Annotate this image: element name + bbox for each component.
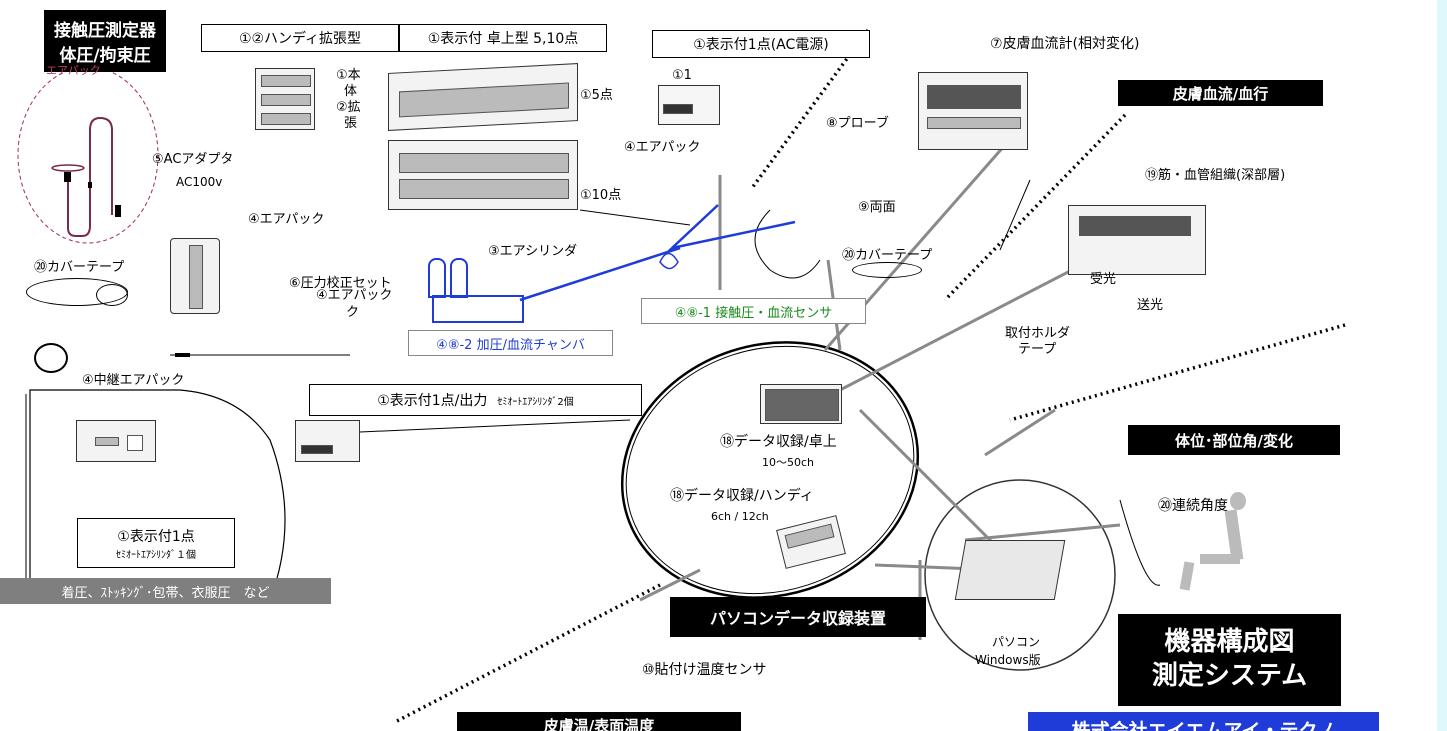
calibration-cylinder xyxy=(170,238,220,314)
chamber-bottle-2 xyxy=(450,258,468,298)
display-one-box: ①表示付1点 ｾﾐｵｰﾄｴｱｼﾘﾝﾀﾞ１個 xyxy=(77,518,235,568)
dotted-separator-4 xyxy=(394,583,661,724)
airpack-label-b: ④エアパック xyxy=(248,212,325,227)
deep-tissue-label: ⑲筋・血管組織(深部層) xyxy=(1145,168,1286,183)
airpack-tube xyxy=(67,116,113,237)
ac-device xyxy=(658,85,720,125)
system-title-line2: 測定システム xyxy=(1151,661,1308,691)
holder-tape-label-1: 取付ホルダ xyxy=(1005,326,1071,341)
body-label: ①本 xyxy=(336,68,361,83)
airpack-connector-icon xyxy=(64,172,71,182)
probe-label: ⑧プローブ xyxy=(826,116,889,131)
skin-temp-label: 皮膚温/表面温度 xyxy=(543,717,655,731)
calibration-set-label: ⑥圧力校正セット xyxy=(289,276,392,291)
blood-flow-section: 皮膚血流/血行 xyxy=(1118,80,1323,106)
relay-airpack-icon xyxy=(34,343,68,373)
chamber-device xyxy=(432,295,524,323)
output-box-main: ①表示付1点/出力 xyxy=(377,393,488,409)
seated-person-icon xyxy=(1179,492,1246,600)
air-cylinder-label: ③エアシリンダ xyxy=(488,244,578,259)
expand-label-2: 張 xyxy=(344,116,358,131)
blood-flow-device xyxy=(918,72,1028,150)
system-title-line1: 機器構成図 xyxy=(1164,627,1295,658)
expand-label: ②拡 xyxy=(336,100,361,115)
pc-data-system-box: パソコンデータ収録装置 xyxy=(670,597,926,637)
data-tabletop-label: ⑱データ収録/卓上 xyxy=(720,434,837,450)
cover-tape-mid-label: ⑳カバーテープ xyxy=(842,248,933,263)
ac100v-label: AC100v xyxy=(176,175,223,189)
cover-tape-icon-2 xyxy=(96,284,128,306)
one-label: ①1 xyxy=(672,68,692,83)
sensor-head-icon xyxy=(659,252,679,270)
title-box: 接触圧測定器 体圧/拘束圧 xyxy=(44,10,166,72)
garment-pressure-bar: 着圧、ｽﾄｯｷﾝｸﾞ･包帯、衣服圧 など xyxy=(0,578,331,604)
skin-temp-section: 皮膚温/表面温度 xyxy=(457,712,741,731)
receive-label: 受光 xyxy=(1090,272,1117,287)
ac-box: ①表示付1点(AC電源) xyxy=(652,30,870,58)
airpack-small-label: エアパック xyxy=(46,64,101,77)
continuous-angle-label: ⑳連続角度 xyxy=(1158,498,1228,514)
chamber-box: ④⑧-2 加圧/血流チャンバ xyxy=(408,330,613,356)
data-logger-tabletop xyxy=(760,384,842,424)
right-edge-strip xyxy=(1437,0,1447,731)
data-tabletop-ch: 10～50ch xyxy=(762,456,815,469)
data-handy-ch: 6ch / 12ch xyxy=(711,510,769,523)
output-box-sub: ｾﾐｵｰﾄｴｱｼﾘﾝﾀﾞ2個 xyxy=(497,396,574,408)
laptop-pc xyxy=(954,540,1066,600)
both-sides-label: ⑨両面 xyxy=(858,200,896,215)
data-handy-label: ⑱データ収録/ハンディ xyxy=(670,488,814,504)
output-box: ①表示付1点/出力 ｾﾐｵｰﾄｴｱｼﾘﾝﾀﾞ2個 xyxy=(309,384,642,416)
dotted-separator-2 xyxy=(943,113,1127,302)
display-one-line2: ｾﾐｵｰﾄｴｱｼﾘﾝﾀﾞ１個 xyxy=(116,549,196,561)
title-line2: 体圧/拘束圧 xyxy=(59,46,151,66)
airpack-dashed-circle xyxy=(17,66,159,244)
deep-tissue-device xyxy=(1068,205,1206,275)
sensor-box: ④⑧-1 接触圧・血流センサ xyxy=(641,298,866,324)
handy-device-stack xyxy=(255,68,315,130)
body-label-2: 体 xyxy=(344,84,358,99)
posture-section: 体位･部位角/変化 xyxy=(1128,425,1340,455)
display-one-device xyxy=(76,420,156,462)
chamber-bottle-1 xyxy=(428,258,446,298)
temp-sensor-label: ⑩貼付け温度センサ xyxy=(642,662,767,678)
left-bracket xyxy=(29,389,286,601)
airpack-label-a: ④エアパック xyxy=(624,140,701,155)
center-ellipse xyxy=(620,341,920,599)
relay-airpack-label: ④中継エアパック xyxy=(82,373,185,388)
airpack-label-c2: ク xyxy=(346,305,360,320)
pc-label: パソコン xyxy=(992,635,1041,649)
dotted-separator-1 xyxy=(750,28,870,190)
pc-ellipse xyxy=(924,479,1116,671)
title-line1: 接触圧測定器 xyxy=(54,21,156,41)
transmit-label: 送光 xyxy=(1137,298,1164,313)
company-name-box: 株式会社エイエムアイ・テクノ xyxy=(1028,712,1379,731)
dotted-separator-3 xyxy=(1009,323,1346,422)
cover-tape-mid-icon xyxy=(852,262,922,278)
handy-box: ①②ハンディ拡張型 xyxy=(201,24,399,52)
tabletop-box: ①表示付 卓上型 5,10点 xyxy=(399,24,607,52)
five-points-label: ①5点 xyxy=(580,88,613,103)
ten-points-label: ①10点 xyxy=(580,188,622,203)
output-device xyxy=(295,420,360,462)
company-name-label: 株式会社エイエムアイ・テクノ xyxy=(1071,720,1336,731)
airpack-pad-icon xyxy=(51,164,85,172)
display-one-line1: ①表示付1点 xyxy=(117,528,195,545)
tabletop-10pt-device xyxy=(388,140,578,210)
tabletop-5pt-device xyxy=(388,63,578,131)
windows-label: Windows版 xyxy=(975,653,1041,667)
blood-flow-meter-label: ⑦皮膚血流計(相対変化) xyxy=(990,36,1140,52)
cover-tape-left-label: ⑳カバーテープ xyxy=(34,260,125,275)
airpack-label-c: ④エアパック xyxy=(316,288,393,303)
holder-tape-label-2: テープ xyxy=(1018,342,1057,357)
system-title-box: 機器構成図 測定システム xyxy=(1118,614,1341,706)
ac-adapter-label: ⑤ACアダプタ xyxy=(152,152,234,167)
garment-pressure-label: 着圧、ｽﾄｯｷﾝｸﾞ･包帯、衣服圧 など xyxy=(61,585,270,601)
